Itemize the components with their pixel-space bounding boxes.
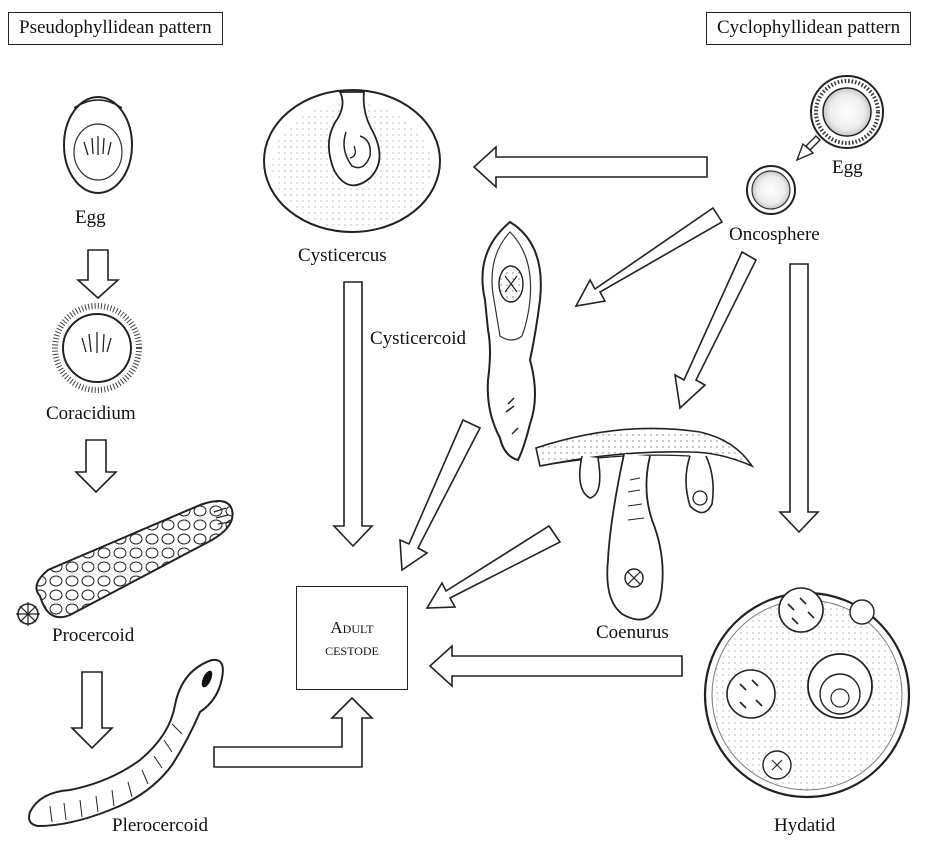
arrow-coenurus-to-adult	[427, 526, 560, 608]
label-egg-cyclo: Egg	[832, 157, 863, 179]
arrow-oncosphere-to-cysticercus	[474, 147, 707, 187]
oncosphere-icon	[747, 166, 795, 214]
arrow-egg-to-coracidium	[78, 250, 118, 298]
adult-label-line2: cestode	[297, 639, 407, 661]
arrow-cysticercoid-to-adult	[400, 420, 480, 570]
adult-label-line1: Adult	[297, 617, 407, 639]
arrow-oncosphere-to-hydatid	[780, 264, 818, 532]
arrow-hydatid-to-adult	[430, 646, 682, 686]
plerocercoid-icon	[29, 660, 223, 826]
adult-cestode-box: Adult cestode	[296, 586, 408, 690]
egg-icon	[64, 97, 132, 193]
egg-icon	[811, 76, 883, 148]
label-coracidium: Coracidium	[46, 403, 136, 425]
label-procercoid: Procercoid	[52, 625, 134, 647]
label-oncosphere: Oncosphere	[729, 224, 820, 246]
coracidium-icon	[55, 306, 139, 390]
arrow-coracidium-to-procercoid	[76, 440, 116, 492]
label-cysticercus: Cysticercus	[298, 245, 387, 267]
label-coenurus: Coenurus	[596, 622, 669, 644]
arrow-procercoid-to-plerocercoid	[72, 672, 112, 748]
label-cysticercoid: Cysticercoid	[370, 328, 466, 350]
arrow-oncosphere-to-coenurus	[675, 252, 756, 408]
cysticercoid-icon	[482, 222, 540, 460]
cysticercus-icon	[264, 90, 440, 232]
hydatid-icon	[705, 588, 909, 797]
arrow-oncosphere-to-cysticercoid	[576, 208, 722, 306]
label-hydatid: Hydatid	[774, 815, 835, 837]
coenurus-icon	[536, 428, 752, 619]
arrow-plerocercoid-to-adult	[214, 698, 372, 767]
arrow-cysticercus-to-adult	[334, 282, 372, 546]
label-plerocercoid: Plerocercoid	[112, 815, 208, 837]
procercoid-icon	[16, 501, 233, 626]
label-egg-pseudo: Egg	[75, 207, 106, 229]
arrow-egg-to-oncosphere	[797, 136, 820, 160]
